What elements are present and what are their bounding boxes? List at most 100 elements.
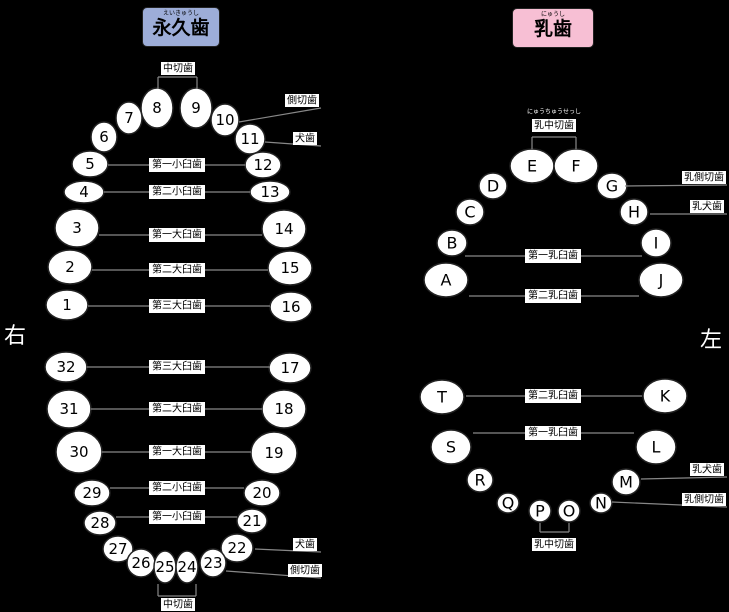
tooth-label: D: [487, 177, 499, 196]
permanent-tooth-5: 5: [71, 150, 109, 178]
tooth-label: 24: [177, 558, 196, 576]
primary-tooth-G: G: [596, 172, 628, 200]
permanent-title: えいきゅうし 永久歯: [142, 7, 220, 47]
tooth-label: E: [527, 157, 537, 176]
primary-top-label: 乳中切歯: [534, 119, 574, 132]
primary-side-line-3: [611, 501, 728, 508]
permanent-row-label-7-bg: [149, 445, 205, 459]
permanent-row-label-2-bg: [149, 228, 205, 242]
permanent-side-label-0: 側切歯: [287, 94, 317, 107]
primary-tooth-I: I: [640, 228, 672, 258]
side-label-left: 左: [700, 328, 723, 353]
tooth-label: G: [606, 177, 618, 196]
tooth-label: 14: [274, 220, 293, 238]
tooth-label: 8: [152, 99, 162, 117]
tooth-outline: [90, 121, 118, 153]
tooth-label: C: [464, 203, 475, 222]
primary-bottom-label-bg: [532, 538, 576, 551]
permanent-side-label-1: 犬歯: [295, 132, 315, 145]
primary-tooth-L: L: [635, 429, 677, 465]
tooth-outline: [269, 291, 313, 323]
permanent-row-label-3: 第二大臼歯: [152, 263, 202, 276]
permanent-row-label-5: 第三大臼歯: [152, 360, 202, 373]
permanent-tooth-10: 10: [210, 103, 240, 137]
primary-row-label-2-bg: [525, 389, 581, 403]
permanent-tooth-6: 6: [90, 121, 118, 153]
tooth-label: 9: [191, 99, 201, 117]
tooth-label: 21: [242, 512, 261, 530]
permanent-row-label-1-bg: [149, 185, 205, 199]
permanent-row-label-7: 第一大臼歯: [152, 445, 202, 458]
tooth-outline: [179, 87, 213, 129]
tooth-label: 28: [90, 514, 109, 532]
permanent-tooth-15: 15: [267, 250, 313, 286]
primary-tooth-F: F: [553, 148, 599, 184]
tooth-label: 20: [252, 484, 271, 502]
permanent-tooth-24: 24: [175, 550, 199, 584]
tooth-outline: [423, 262, 469, 298]
primary-tooth-T: T: [419, 379, 465, 415]
primary-tooth-Q: Q: [496, 492, 520, 514]
primary-tooth-B: B: [436, 229, 468, 257]
tooth-outline: [642, 378, 688, 414]
permanent-tooth-22: 22: [220, 533, 254, 563]
tooth-label: 1: [62, 296, 72, 314]
tooth-label: M: [619, 473, 633, 492]
permanent-center-label-bg: [161, 62, 195, 75]
tooth-outline: [419, 379, 465, 415]
permanent-title-ruby: えいきゅうし: [162, 10, 199, 17]
tooth-label: 31: [59, 400, 78, 418]
tooth-label: 25: [155, 558, 174, 576]
permanent-title-text: 永久歯: [152, 17, 210, 39]
tooth-outline: [638, 262, 684, 298]
tooth-label: B: [447, 234, 458, 253]
permanent-side-label-0-bg: [285, 94, 319, 107]
tooth-label: I: [654, 234, 659, 253]
permanent-tooth-11: 11: [234, 123, 266, 155]
permanent-row-label-4: 第三大臼歯: [152, 299, 202, 312]
tooth-label: P: [535, 502, 545, 521]
primary-side-label-1-bg: [690, 200, 724, 213]
tooth-outline: [466, 467, 494, 493]
tooth-outline: [640, 228, 672, 258]
permanent-tooth-27: 27: [102, 535, 134, 563]
tooth-outline: [430, 429, 472, 465]
tooth-label: 18: [274, 400, 293, 418]
tooth-label: 26: [131, 554, 150, 572]
permanent-row-label-0: 第一小臼歯: [152, 158, 202, 171]
permanent-tooth-3: 3: [54, 208, 100, 248]
tooth-label: 11: [240, 130, 259, 148]
tooth-label: 29: [82, 484, 101, 502]
tooth-label: 23: [203, 554, 222, 572]
tooth-outline: [496, 492, 520, 514]
permanent-row-label-6: 第二大臼歯: [152, 402, 202, 415]
tooth-outline: [175, 550, 199, 584]
tooth-outline: [45, 289, 89, 321]
tooth-label: Q: [502, 494, 515, 513]
tooth-outline: [267, 250, 313, 286]
tooth-outline: [250, 431, 298, 475]
permanent-tooth-12: 12: [244, 151, 282, 179]
tooth-label: 2: [65, 258, 75, 276]
tooth-outline: [261, 209, 307, 249]
permanent-row-label-9: 第一小臼歯: [152, 510, 202, 523]
primary-tooth-M: M: [611, 468, 641, 496]
tooth-outline: [83, 510, 117, 536]
permanent-tooth-9: 9: [179, 87, 213, 129]
permanent-side-label-2-bg: [293, 538, 317, 551]
tooth-outline: [243, 479, 281, 507]
tooth-outline: [436, 229, 468, 257]
permanent-bottom-label-bg: [161, 598, 195, 611]
tooth-label: 17: [280, 359, 299, 377]
primary-side-label-0-bg: [682, 171, 726, 184]
tooth-label: L: [652, 438, 661, 457]
primary-bottom-label: 乳中切歯: [534, 538, 574, 551]
primary-side-label-3-bg: [682, 493, 726, 506]
permanent-side-label-3-bg: [288, 564, 322, 577]
tooth-outline: [234, 123, 266, 155]
primary-side-label-1: 乳犬歯: [692, 200, 722, 213]
tooth-label: 15: [280, 259, 299, 277]
tooth-label: 30: [69, 443, 88, 461]
permanent-tooth-25: 25: [153, 550, 177, 584]
primary-tooth-K: K: [642, 378, 688, 414]
